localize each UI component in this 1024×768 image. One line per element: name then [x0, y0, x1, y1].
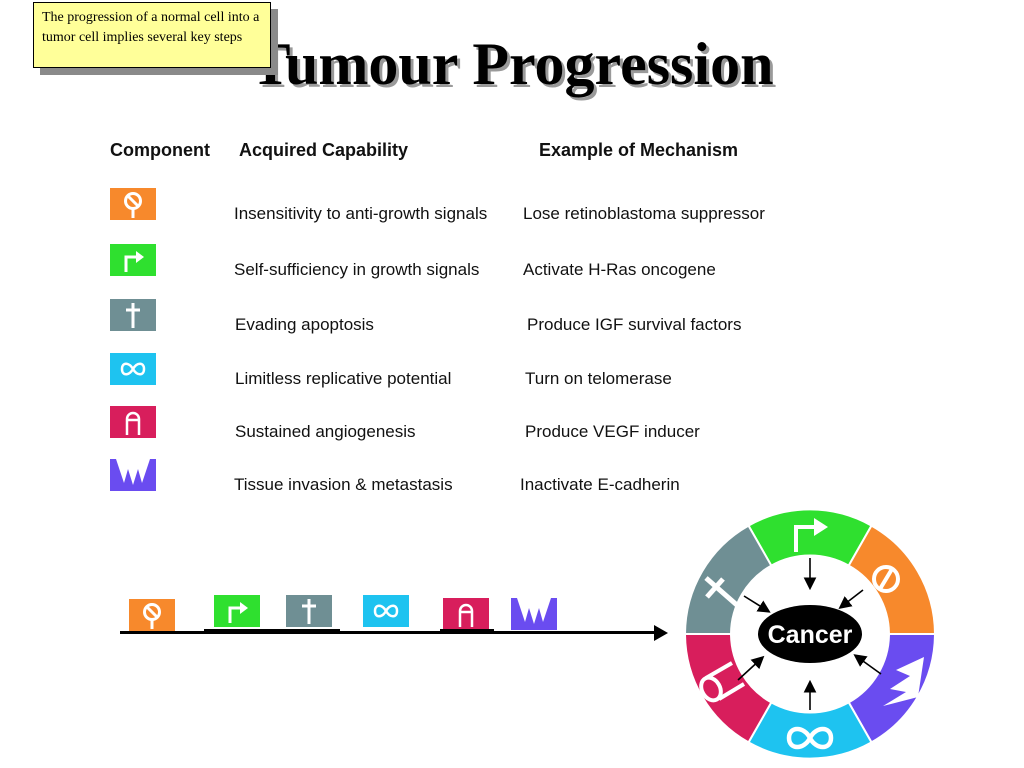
mechanism-cell: Produce IGF survival factors: [527, 315, 742, 334]
capability-cell: Sustained angiogenesis: [235, 422, 416, 441]
header-capability: Acquired Capability: [239, 140, 409, 160]
no-entry-icon: [860, 565, 900, 602]
infinity-icon: [363, 595, 409, 627]
turn-arrow-icon: [794, 518, 828, 552]
infinity-icon: [110, 353, 156, 385]
slide-title: Tumour Progression: [250, 31, 774, 97]
header-mechanism: Example of Mechanism: [539, 140, 739, 160]
wheel-segment-angiogenesis: [683, 633, 773, 744]
mechanism-cell: Activate H-Ras oncogene: [523, 260, 716, 279]
turn-arrow-icon: [214, 595, 260, 627]
mechanism-cell: Turn on telomerase: [525, 369, 672, 388]
mechanism-cell: Lose retinoblastoma suppressor: [523, 204, 765, 223]
cross-icon: [110, 299, 156, 331]
no-entry-icon: [129, 599, 175, 631]
cross-icon: [286, 595, 332, 627]
capability-cell: Evading apoptosis: [235, 315, 374, 334]
vessel-icon: [443, 598, 489, 630]
progression-arrow-line: [120, 631, 660, 634]
mechanism-cell: Produce VEGF inducer: [525, 422, 700, 441]
wheel-segment-antigrowth: [847, 524, 937, 635]
influence-arrows: [737, 558, 882, 710]
callout-note: The progression of a normal cell into a …: [33, 2, 271, 68]
vessel-icon: [110, 406, 156, 438]
header-component: Component: [110, 140, 210, 160]
spikes-icon: [883, 657, 924, 706]
cross-icon: [704, 576, 740, 608]
wheel-segment-apoptosis: [683, 524, 773, 635]
mechanism-cell: Inactivate E-cadherin: [520, 475, 680, 494]
cancer-label: Cancer: [768, 621, 853, 649]
capability-cell: Self-sufficiency in growth signals: [234, 260, 480, 279]
spikes-icon: [110, 459, 156, 491]
capability-cell: Insensitivity to anti-growth signals: [234, 204, 488, 223]
capability-cell: Tissue invasion & metastasis: [234, 475, 453, 494]
turn-arrow-icon: [110, 244, 156, 276]
infinity-icon: [786, 726, 834, 750]
capability-cell: Limitless replicative potential: [235, 369, 452, 388]
step-underline: [440, 629, 494, 631]
spikes-icon: [511, 598, 557, 630]
no-entry-icon: [110, 188, 156, 220]
progression-arrowhead: [654, 625, 668, 641]
cancer-wheel: Cancer: [683, 508, 937, 760]
step-underline: [204, 629, 340, 631]
vessel-icon: [699, 661, 746, 703]
